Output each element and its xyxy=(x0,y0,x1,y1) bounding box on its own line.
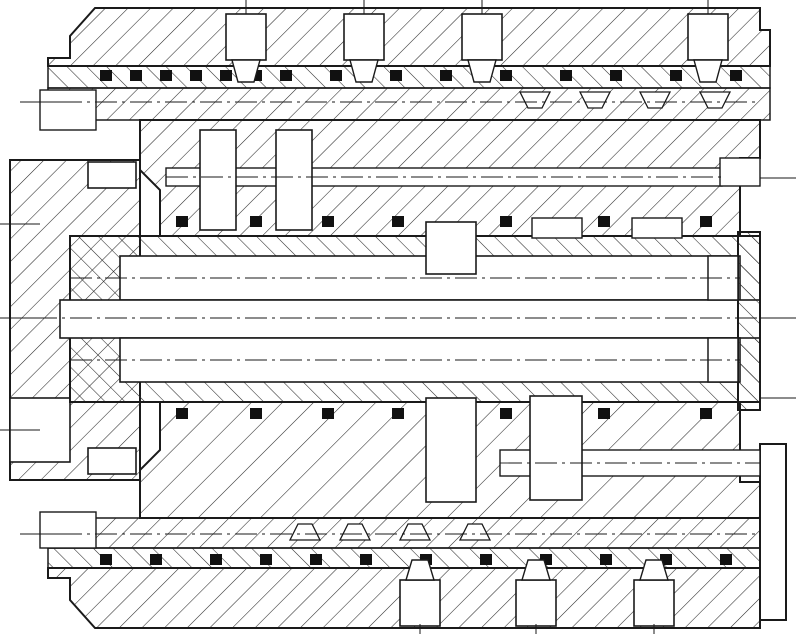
o-ring-seal xyxy=(500,70,512,81)
o-ring-seal xyxy=(480,554,492,565)
internal-passages xyxy=(39,89,761,549)
o-ring-seal xyxy=(700,408,712,419)
fastener-bolt-tip xyxy=(693,59,723,83)
o-ring-seal xyxy=(210,554,222,565)
o-ring-seals xyxy=(100,70,742,565)
o-ring-seal xyxy=(322,216,334,227)
o-ring-seal xyxy=(360,554,372,565)
o-ring-seal xyxy=(392,216,404,227)
o-ring-seal xyxy=(500,408,512,419)
fastener-bolt xyxy=(687,13,729,61)
fastener-bolt-tip xyxy=(349,59,379,83)
fastener-bolt xyxy=(461,13,503,61)
port-cone xyxy=(578,91,612,109)
o-ring-seal xyxy=(100,554,112,565)
fastener-bolt-tip xyxy=(405,559,435,581)
o-ring-seal xyxy=(440,70,452,81)
o-ring-seal xyxy=(220,70,232,81)
port-cone xyxy=(638,91,672,109)
o-ring-seal xyxy=(100,70,112,81)
o-ring-seal xyxy=(598,408,610,419)
port-cone xyxy=(338,523,372,541)
o-ring-seal xyxy=(390,70,402,81)
o-ring-seal xyxy=(160,70,172,81)
o-ring-seal xyxy=(500,216,512,227)
o-ring-seal xyxy=(190,70,202,81)
o-ring-seal xyxy=(540,554,552,565)
port-cone xyxy=(398,523,432,541)
fastener-bolts xyxy=(225,13,732,627)
outer-housing-top xyxy=(47,7,771,67)
fastener-bolt-tip xyxy=(231,59,261,83)
bottom-right-flange xyxy=(759,443,787,621)
centerlines xyxy=(0,101,796,535)
o-ring-seal xyxy=(700,216,712,227)
o-ring-seal xyxy=(150,554,162,565)
o-ring-seal xyxy=(280,70,292,81)
fastener-bolt xyxy=(343,13,385,61)
port-cone xyxy=(288,523,322,541)
o-ring-seal xyxy=(310,554,322,565)
o-ring-seal xyxy=(392,408,404,419)
fastener-bolt xyxy=(225,13,267,61)
o-ring-seal xyxy=(322,408,334,419)
fastener-bolt xyxy=(399,579,441,627)
o-ring-seal xyxy=(330,70,342,81)
o-ring-seal xyxy=(660,554,672,565)
fastener-bolt xyxy=(633,579,675,627)
o-ring-seal xyxy=(130,70,142,81)
o-ring-seal xyxy=(598,216,610,227)
fastener-bolt-tip xyxy=(639,559,669,581)
o-ring-seal xyxy=(250,216,262,227)
o-ring-seal xyxy=(600,554,612,565)
fastener-bolt xyxy=(515,579,557,627)
o-ring-seal xyxy=(560,70,572,81)
o-ring-seal xyxy=(260,554,272,565)
port-cone xyxy=(518,91,552,109)
o-ring-seal xyxy=(250,408,262,419)
right-end-plate xyxy=(707,231,761,411)
fastener-bolt-tip xyxy=(521,559,551,581)
o-ring-seal xyxy=(730,70,742,81)
o-ring-seal xyxy=(176,408,188,419)
o-ring-seal xyxy=(670,70,682,81)
o-ring-seal xyxy=(720,554,732,565)
o-ring-seal xyxy=(176,216,188,227)
port-cone xyxy=(458,523,492,541)
o-ring-seal xyxy=(610,70,622,81)
port-cone xyxy=(698,91,732,109)
fastener-bolt-tip xyxy=(467,59,497,83)
central-shaft xyxy=(59,235,761,403)
